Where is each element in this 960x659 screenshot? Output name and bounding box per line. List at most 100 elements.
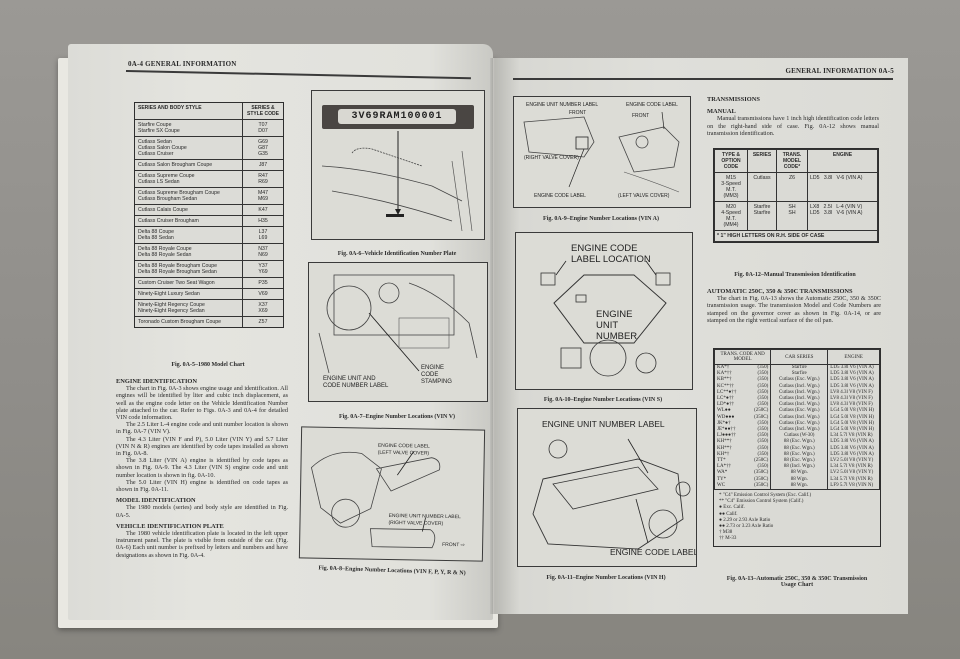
- table-footnote: * 1" HIGH LETTERS ON R.H. SIDE OF CASE: [714, 230, 878, 242]
- label: ENGINE CODE LABEL: [534, 193, 586, 199]
- type-cell: M15 3-Speed M.T. (MM3): [714, 172, 748, 202]
- column-header: SERIES: [747, 149, 777, 173]
- label: FRONT: [632, 113, 650, 119]
- left-page: 0A-4 GENERAL INFORMATION SERIES AND BODY…: [68, 44, 493, 620]
- engine-cell: L34 5.7l V8 (VIN R): [827, 464, 880, 471]
- table-row: KH*†(350)88 (Exc. Wgn.)LD5 3.8l V6 (VIN …: [714, 451, 880, 459]
- table-row: Delta 88 Royale Brougham Coupe Delta 88 …: [135, 260, 283, 277]
- series-cell: Cutlass (Exc. Wgn.): [770, 420, 829, 428]
- style-code-cell: L37 L69: [258, 229, 268, 241]
- style-code-cell: P35: [258, 280, 268, 286]
- model-chart-table: SERIES AND BODY STYLE SERIES & STYLE COD…: [134, 102, 284, 328]
- style-code-cell: J87: [258, 162, 268, 168]
- code-cell: KH**†: [714, 445, 747, 452]
- column-header: TRANS. MODEL CODE*: [776, 149, 808, 173]
- style-code-cell: M47 M69: [257, 190, 269, 202]
- series-cell: 88 (Exc. Wgn.): [770, 451, 829, 459]
- engine-cell: LX8 2.5l L-4 (VIN V) LD5 3.8l V-6 (VIN A…: [807, 201, 878, 231]
- series-cell: 88 Wgn.: [770, 470, 829, 477]
- series-cell: 88 (Exc. Wgn.): [770, 439, 829, 446]
- vin-plate-text: 3V69RAM100001: [338, 109, 456, 124]
- figure-caption: Fig. 0A-11–Engine Number Locations (VIN …: [546, 575, 666, 581]
- series-cell: Cutlass (W-30): [770, 433, 829, 440]
- engine-cell: LD5 3.8l V6 (VIN A): [827, 377, 880, 384]
- figure-engine-vin-fpyrn: ENGINE CODE LABEL (LEFT VALVE COVER) ENG…: [298, 426, 486, 562]
- column-header: SERIES AND BODY STYLE: [135, 103, 243, 119]
- table-row: KH**†(350)88 (Exc. Wgn.)LD5 3.8l V6 (VIN…: [714, 439, 880, 446]
- series-cell: 88 (Exc. Wgn.): [770, 445, 829, 452]
- body-style-cell: Delta 88 Royale Coupe Delta 88 Royale Se…: [135, 244, 243, 260]
- section-title: VEHICLE IDENTIFICATION PLATE: [116, 522, 224, 530]
- table-row: LA*††(350)88 (Incl. Wgn.)L34 5.7l V8 (VI…: [714, 464, 880, 471]
- code-cell: SH SH: [776, 201, 808, 231]
- code-cell: WC: [714, 482, 747, 490]
- body-style-cell: Cutlass Supreme Coupe Cutlass LS Sedan: [135, 171, 243, 187]
- table-row: LC**●††(350)Cutlass (Incl. Wgn.)LV8 4.3l…: [714, 389, 880, 397]
- table-note: ● Exc. Calif.: [719, 505, 745, 511]
- section-title: TRANSMISSIONS: [707, 96, 760, 103]
- figure-caption: Fig. 0A-9–Engine Number Locations (VIN A…: [543, 216, 659, 222]
- section-title: AUTOMATIC 250C, 350 & 350C TRANSMISSIONS: [707, 288, 853, 295]
- body-style-cell: Cutlass Salon Brougham Coupe: [135, 160, 243, 170]
- style-code-cell: V69: [258, 291, 268, 297]
- style-code-cell: K47: [258, 207, 268, 213]
- page-header-right: GENERAL INFORMATION 0A-5: [785, 67, 894, 75]
- label: (LEFT VALVE COVER): [618, 193, 670, 199]
- engine-drawing: [532, 438, 691, 550]
- figure-caption: Fig. 0A-13–Automatic 250C, 350 & 350C Tr…: [726, 576, 868, 588]
- table-note: † M38: [719, 530, 733, 536]
- table-row: Cutlass Sedan Cutlass Salon Coupe Cutlas…: [135, 136, 283, 159]
- engine-drawing: [311, 451, 441, 549]
- column-header: CAR SERIES: [770, 349, 829, 365]
- paragraph: The 5.0 Liter (VIN H) engine is identifi…: [116, 478, 288, 494]
- series-cell: Cutlass (Exc. Wgn.): [770, 377, 829, 384]
- table-note: ** "C4" Emission Control System (Calif.): [719, 499, 804, 505]
- engine-cell: LD5 3.8l V6 (VIN A): [827, 439, 880, 446]
- label-engine-code-stamping: ENGINE CODE STAMPING: [421, 365, 452, 385]
- engine-cell: LV8 4.3l V8 (VIN F): [827, 402, 880, 409]
- style-code-cell: X37 X69: [258, 302, 268, 314]
- series-cell: Cutlass (Incl. Wgn.): [770, 389, 829, 397]
- header-rule: [513, 78, 893, 80]
- paragraph: The 2.5 Liter L-4 engine code and unit n…: [116, 421, 288, 436]
- code-cell: LA*††: [714, 464, 747, 471]
- engine-cell: LV8 4.3l V8 (VIN F): [827, 389, 880, 397]
- series-cell: Cutlass (Incl. Wgn.): [770, 402, 829, 409]
- engine-drawing: [318, 274, 478, 374]
- table-row: WC(350C)88 Wgn.LF9 5.7l V8 (VIN N): [714, 482, 880, 490]
- label-engine-unit: ENGINE UNIT AND CODE NUMBER LABEL: [323, 376, 389, 389]
- engine-cell: LG4 5.0l V8 (VIN H): [827, 427, 880, 434]
- table-notes: * "C4" Emission Control System (Exc. Cal…: [714, 489, 880, 546]
- label-engine-code: ENGINE CODE LABEL: [610, 547, 697, 557]
- table-row: KH**†(350)88 (Exc. Wgn.)LD5 3.8l V6 (VIN…: [714, 445, 880, 452]
- code-cell: KA*†: [714, 364, 747, 372]
- series-cell: Cutlass (Incl. Wgn.): [770, 396, 829, 403]
- engine-cell: L34 5.7l V8 (VIN R): [827, 476, 880, 483]
- label-engine-unit-number: ENGINE UNIT NUMBER LABEL (RIGHT VALVE CO…: [388, 512, 461, 527]
- figure-engine-vin-v: ENGINE UNIT AND CODE NUMBER LABEL ENGINE…: [308, 262, 488, 402]
- table-row: Cutlass Salon Brougham Coupe J87: [135, 159, 283, 170]
- code-cell: JE*●●††: [714, 427, 747, 434]
- figure-caption: Fig. 0A-6–Vehicle Identification Number …: [337, 251, 457, 257]
- table-row: JE*●●††(350)Cutlass (Incl. Wgn.)LG4 5.0l…: [714, 427, 880, 434]
- table-note: †† M-33: [719, 536, 737, 542]
- section-title: ENGINE IDENTIFICATION: [116, 378, 198, 385]
- column-header: TYPE & OPTION CODE: [714, 149, 748, 173]
- engine-cell: LG4 5.0l V8 (VIN H): [827, 414, 880, 421]
- body-style-cell: Delta 88 Coupe Delta 88 Sedan: [135, 227, 243, 243]
- table-row: KB**†(350)Cutlass (Exc. Wgn.)LD5 3.8l V6…: [714, 377, 880, 384]
- series-cell: Starfire: [770, 371, 829, 378]
- series-cell: 88 (Incl. Wgn.): [770, 464, 829, 471]
- table-row: Ninety-Eight Regency Coupe Ninety-Eight …: [135, 299, 283, 316]
- code-cell: LC**●††: [714, 389, 747, 397]
- label-engine-code-location: ENGINE CODE LABEL LOCATION: [571, 243, 651, 265]
- code-cell: TY*: [714, 476, 747, 483]
- series-cell: Cutlass (Incl. Wgn.): [770, 414, 829, 421]
